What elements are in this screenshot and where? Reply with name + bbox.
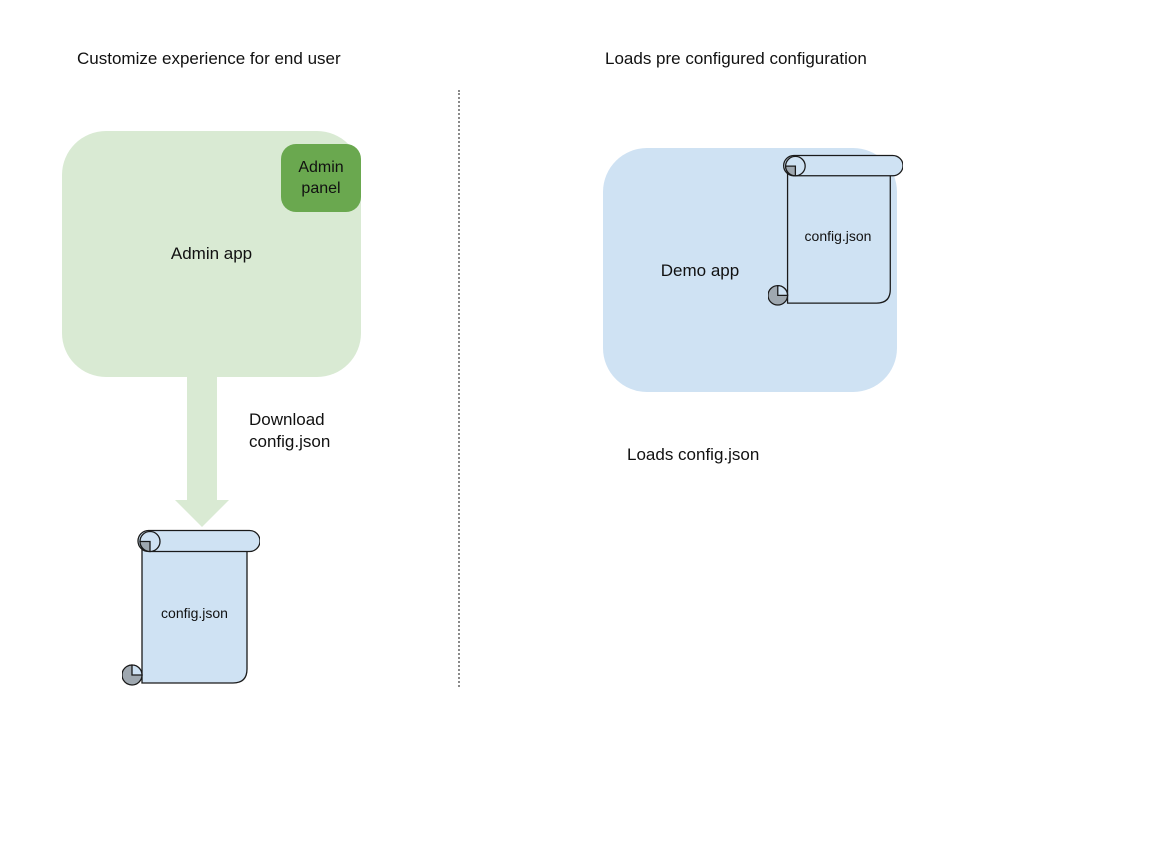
download-arrow-icon [175, 376, 229, 527]
right-section-title: Loads pre configured configuration [605, 49, 867, 68]
download-caption: Download config.json [249, 410, 331, 451]
scroll-icon [122, 529, 260, 686]
admin-panel-label: Admin panel [298, 159, 344, 197]
admin-panel-box: Admin panel [281, 144, 361, 212]
config-file-scroll-left: config.json [122, 529, 260, 686]
loads-config-caption: Loads config.json [627, 445, 760, 464]
config-file-label-left: config.json [161, 605, 228, 621]
admin-app-label: Admin app [170, 244, 253, 263]
section-divider [458, 90, 460, 687]
demo-app-label: Demo app [660, 261, 740, 280]
left-section-title: Customize experience for end user [77, 49, 341, 68]
